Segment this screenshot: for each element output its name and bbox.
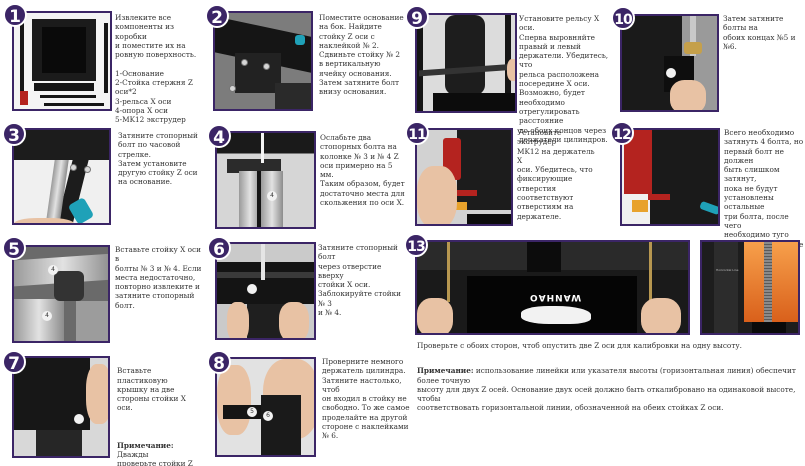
sticker-circle — [74, 414, 84, 424]
step-13-badge: 13 — [404, 233, 428, 257]
sticker-4-top: 4 — [48, 265, 58, 275]
step-1-text: Извлеките все компоненты из коробки и по… — [115, 13, 197, 125]
step-3-image — [12, 128, 111, 225]
step-6-badge: 6 — [207, 236, 231, 260]
wanhao-logo-13: WANHAO — [529, 292, 582, 302]
step-13-note-text: использование линейки или указателя высо… — [417, 366, 796, 413]
step-2-image — [213, 11, 313, 111]
step-6-text: Затяните стопорный болт через отверстие … — [318, 243, 402, 318]
step-10-image — [620, 14, 719, 112]
step-7-note-label: Примечание: — [117, 440, 174, 450]
step-8-text: Проверните немного держатель цилиндра. З… — [322, 357, 410, 441]
step-1-image — [12, 11, 112, 111]
step-7-image — [12, 356, 110, 458]
horizontal-line-label: Horizontal Line — [716, 268, 739, 272]
sticker-5: 5 — [247, 407, 257, 417]
step-3-badge: 3 — [2, 122, 26, 146]
step-9-image — [415, 13, 517, 113]
sticker-6: 6 — [263, 411, 273, 421]
step-7-note-text: Дважды проверьте стойки Z и X оси. Затян… — [117, 449, 193, 466]
step-9-badge: 9 — [405, 5, 429, 29]
step-11-text: Установите экструдер MK12 на держатель X… — [517, 128, 595, 221]
step-9-text: Установите рельсу X оси. Сперва выровняй… — [519, 14, 609, 144]
step-7-text: Вставьте пластиковую крышку на две сторо… — [117, 357, 195, 466]
step-10-badge: 10 — [611, 6, 635, 30]
step-2-badge: 2 — [205, 4, 229, 28]
step-12-badge: 12 — [610, 121, 634, 145]
step-5-badge: 5 — [2, 236, 26, 260]
step-13-note-label: Примечание: — [417, 366, 474, 376]
step-4-image: 4 — [215, 131, 316, 229]
step-3-text: Затяните стопорный болт по часовой стрел… — [118, 131, 198, 187]
step-5-text: Вставьте стойку X оси в болты № 3 и № 4.… — [115, 245, 202, 310]
sticker-4-bottom: 4 — [42, 311, 52, 321]
step-11-badge: 11 — [405, 121, 429, 145]
step-13-side-image: Horizontal Line — [700, 240, 800, 335]
sticker-circle — [247, 284, 257, 294]
sticker-4: 4 — [267, 191, 277, 201]
step-8-badge: 8 — [207, 350, 231, 374]
step-10-text: Затем затяните болты на обоих концах №5 … — [723, 14, 796, 51]
step-12-text: Всего необходимо затянуть 4 болта, но пе… — [724, 128, 804, 258]
step-6-image — [215, 242, 316, 340]
step-8-image: 5 6 — [215, 357, 316, 457]
step-7-main-text: Вставьте пластиковую крышку на две сторо… — [117, 366, 186, 413]
step-2-text: Поместите основание на бок. Найдите стой… — [319, 13, 404, 97]
step-4-text: Ослабьте два стопорных болта на колонке … — [320, 133, 405, 208]
step-13-text: Проверьте с обоих сторон, чтоб опустить … — [417, 341, 742, 350]
sticker-circle — [666, 68, 676, 78]
step-4-badge: 4 — [207, 124, 231, 148]
step-12-image — [620, 128, 720, 226]
step-11-image — [415, 128, 513, 226]
step-5-image: 4 4 — [12, 245, 110, 343]
step-7-badge: 7 — [2, 350, 26, 374]
step-13-image: WANHAO — [415, 240, 690, 335]
step-1-badge: 1 — [3, 3, 27, 27]
step-13-note: Примечание: использование линейки или ук… — [417, 357, 802, 413]
